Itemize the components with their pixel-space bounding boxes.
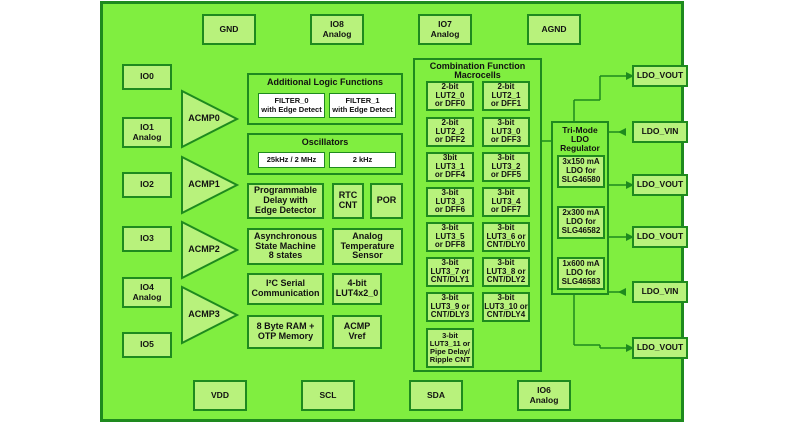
- ldo-slg46580: 3x150 mA LDO for SLG46580: [557, 155, 605, 188]
- pin-io8: IO8 Analog: [310, 14, 364, 45]
- macrocell-lut3-3: 3-bit LUT3_3 or DFF6: [426, 187, 474, 217]
- acmp2-label: ACMP2: [188, 244, 220, 254]
- programmable-delay-block: Programmable Delay with Edge Detector: [247, 183, 324, 219]
- pin-ldo-vout-3: LDO_VOUT: [632, 226, 688, 248]
- ldo-slg46582: 2x300 mA LDO for SLG46582: [557, 206, 605, 239]
- filter0-block: FILTER_0 with Edge Detect: [258, 93, 325, 118]
- pin-io4: IO4 Analog: [122, 277, 172, 308]
- acmp-vref-block: ACMP Vref: [332, 315, 382, 349]
- pin-io2: IO2: [122, 172, 172, 198]
- macrocell-lut2-2: 2-bit LUT2_2 or DFF2: [426, 117, 474, 147]
- macrocell-lut3-5: 3-bit LUT3_5 or DFF8: [426, 222, 474, 252]
- macrocell-lut3-4: 3-bit LUT3_4 or DFF7: [482, 187, 530, 217]
- macrocell-lut3-1: 3bit LUT3_1 or DFF4: [426, 152, 474, 182]
- macrocell-lut3-2: 3-bit LUT3_2 or DFF5: [482, 152, 530, 182]
- pin-io7: IO7 Analog: [418, 14, 472, 45]
- pin-io6: IO6 Analog: [517, 380, 571, 411]
- pin-agnd: AGND: [527, 14, 581, 45]
- macrocell-lut3-6: 3-bit LUT3_6 or CNT/DLY0: [482, 222, 530, 252]
- acmp2-triangle: [181, 220, 240, 280]
- macrocell-lut3-8: 3-bit LUT3_8 or CNT/DLY2: [482, 257, 530, 287]
- acmp1-label: ACMP1: [188, 179, 220, 189]
- pin-scl: SCL: [301, 380, 355, 411]
- osc-2khz: 2 kHz: [329, 152, 396, 168]
- ldo-title: Tri-Mode LDO Regulator: [560, 125, 600, 153]
- macrocell-lut3-9: 3-bit LUT3_9 or CNT/DLY3: [426, 292, 474, 322]
- acmp0-label: ACMP0: [188, 113, 220, 123]
- macrocell-lut2-1: 2-bit LUT2_1 or DFF1: [482, 81, 530, 111]
- pin-ldo-vout-4: LDO_VOUT: [632, 337, 688, 359]
- macrocells-group: Combination Function Macrocells 2-bit LU…: [413, 58, 542, 372]
- ram-otp-block: 8 Byte RAM + OTP Memory: [247, 315, 324, 349]
- macrocell-lut3-7: 3-bit LUT3_7 or CNT/DLY1: [426, 257, 474, 287]
- pin-ldo-vin-2: LDO_VIN: [632, 281, 688, 303]
- acmp3-triangle: [181, 285, 240, 345]
- pin-ldo-vout-1: LDO_VOUT: [632, 65, 688, 87]
- pin-io3: IO3: [122, 226, 172, 252]
- pin-vdd: VDD: [193, 380, 247, 411]
- additional-logic-group: Additional Logic Functions FILTER_0 with…: [247, 73, 403, 125]
- ldo-slg46583: 1x600 mA LDO for SLG46583: [557, 257, 605, 290]
- pin-io5: IO5: [122, 332, 172, 358]
- acmp1-triangle: [181, 155, 240, 215]
- pin-io0: IO0: [122, 64, 172, 90]
- acmp3-label: ACMP3: [188, 309, 220, 319]
- oscillators-title: Oscillators: [301, 137, 349, 147]
- i2c-block: I²C Serial Communication: [247, 273, 324, 305]
- filter1-block: FILTER_1 with Edge Detect: [329, 93, 396, 118]
- ldo-regulator-group: Tri-Mode LDO Regulator 3x150 mA LDO for …: [551, 121, 609, 295]
- temperature-sensor-block: Analog Temperature Sensor: [332, 228, 403, 265]
- rtc-cnt-block: RTC CNT: [332, 183, 364, 219]
- additional-logic-title: Additional Logic Functions: [267, 77, 383, 87]
- pin-ldo-vout-2: LDO_VOUT: [632, 174, 688, 196]
- osc-25khz-2mhz: 25kHz / 2 MHz: [258, 152, 325, 168]
- macrocell-lut3-0: 3-bit LUT3_0 or DFF3: [482, 117, 530, 147]
- macrocells-title: Combination Function Macrocells: [429, 61, 526, 81]
- async-state-machine-block: Asynchronous State Machine 8 states: [247, 228, 324, 265]
- macrocell-lut2-0: 2-bit LUT2_0 or DFF0: [426, 81, 474, 111]
- pin-gnd: GND: [202, 14, 256, 45]
- lut4-block: 4-bit LUT4x2_0: [332, 273, 382, 305]
- oscillators-group: Oscillators 25kHz / 2 MHz 2 kHz: [247, 133, 403, 175]
- pin-ldo-vin-1: LDO_VIN: [632, 121, 688, 143]
- macrocell-lut3-11: 3-bit LUT3_11 or Pipe Delay/ Ripple CNT: [426, 328, 474, 368]
- pin-io1: IO1 Analog: [122, 117, 172, 148]
- pin-sda: SDA: [409, 380, 463, 411]
- acmp0-triangle: [181, 89, 240, 149]
- por-block: POR: [370, 183, 403, 219]
- macrocell-lut3-10: 3-bit LUT3_10 or CNT/DLY4: [482, 292, 530, 322]
